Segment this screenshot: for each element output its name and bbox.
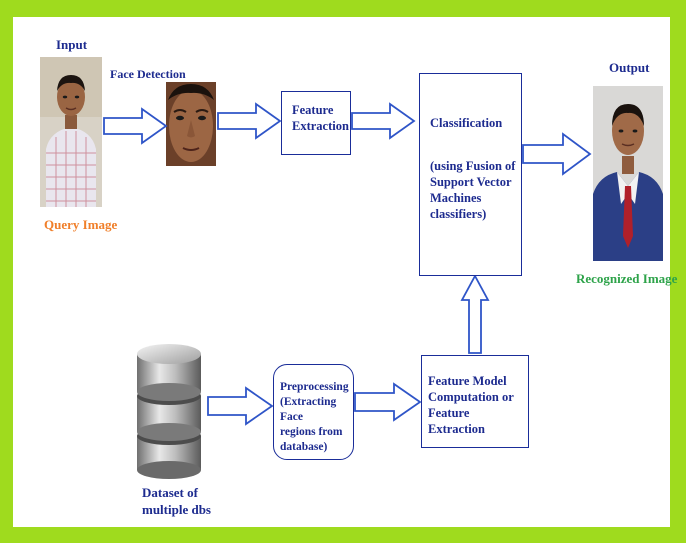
- preprocessing-box: [273, 364, 354, 460]
- input-label: Input: [56, 37, 88, 52]
- database-icon: [137, 344, 201, 479]
- feature-extraction-label: Feature Extraction: [292, 103, 349, 133]
- query-image-photo: [40, 57, 102, 207]
- query-image-label: Query Image: [44, 217, 118, 232]
- classification-title: Classification: [430, 116, 503, 130]
- person-photo-icon: [40, 57, 102, 207]
- feature-model-label: Feature Model Computation or Feature Ext…: [428, 374, 514, 436]
- classification-detail: (using Fusion of Support Vector Machines…: [430, 159, 516, 221]
- arrow-dataset-to-preprocessing: [207, 386, 274, 426]
- output-label: Output: [609, 60, 650, 75]
- arrow-preprocessing-to-model: [354, 382, 422, 422]
- feature-model-box: [421, 355, 529, 448]
- arrow-feature-to-classification: [351, 102, 416, 140]
- dataset-database-icon: [134, 340, 204, 480]
- face-detection-label: Face Detection: [110, 67, 186, 81]
- arrow-detection-to-feature: [217, 102, 282, 140]
- detected-face-photo: [166, 82, 216, 166]
- face-photo-icon: [166, 82, 216, 166]
- classification-box: [419, 73, 522, 276]
- arrow-input-to-detection: [103, 107, 168, 145]
- arrow-classification-to-output: [522, 132, 592, 176]
- arrow-model-to-classification: [460, 274, 490, 354]
- preprocessing-label: Preprocessing (Extracting Face regions f…: [280, 381, 349, 453]
- feature-extraction-box: [281, 91, 351, 155]
- dataset-label: Dataset of multiple dbs: [142, 485, 211, 517]
- person-photo-icon: [593, 86, 663, 261]
- recognized-image-label: Recognized Image: [576, 271, 678, 286]
- recognized-image-photo: [593, 86, 663, 261]
